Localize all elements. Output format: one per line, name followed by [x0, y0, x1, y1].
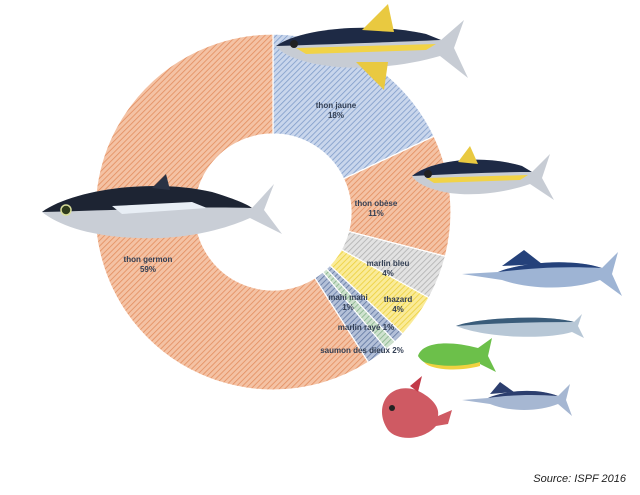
slice-thon-germon: [94, 33, 370, 391]
opah-icon: [382, 376, 452, 438]
blue-marlin-icon: [462, 250, 622, 296]
albacore-tuna-icon: [42, 174, 282, 239]
bigeye-tuna-icon: [412, 146, 554, 200]
mahi-mahi-icon: [418, 338, 496, 372]
slice-label-saumon-des-dieux: saumon des dieux 2%: [320, 346, 404, 355]
source-note: Source: ISPF 2016: [533, 473, 626, 485]
slice-label-marlin-rayé: marlin rayé 1%: [338, 323, 394, 332]
yellowfin-tuna-icon: [276, 4, 468, 90]
wahoo-icon: [456, 314, 584, 338]
striped-marlin-icon: [462, 382, 572, 416]
